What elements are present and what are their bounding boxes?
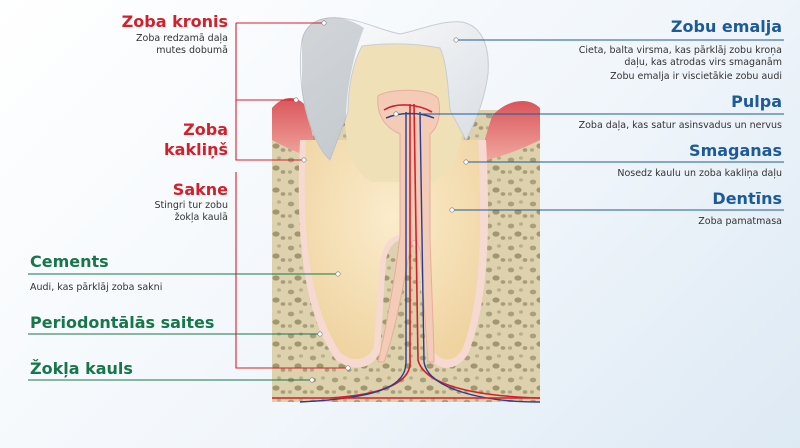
nerve-red — [329, 103, 541, 399]
bracket-root — [235, 172, 348, 369]
desc-sakne-line2: žokļa kaulā — [174, 212, 228, 223]
label-zoba-kaklins-line2: kakliņš — [164, 140, 228, 159]
label-zokla-kauls: Žokļa kauls — [30, 359, 133, 378]
tooth-enamel — [300, 17, 489, 161]
enamel-dark-side — [302, 17, 364, 160]
gum-right — [478, 101, 540, 162]
label-pulpa: Pulpa — [731, 92, 782, 111]
desc-smaganas: Nosedz kaulu un zoba kakliņa daļu — [617, 168, 782, 179]
bracket-neck — [235, 100, 304, 161]
label-periodontalas-saites: Periodontālās saites — [30, 313, 215, 332]
desc-zobu-emalja-line2: daļu, kas atrodas virs smaganām — [624, 57, 782, 68]
desc-sakne-line1: Stingri tur zobu — [154, 200, 228, 211]
pointer-dots — [293, 20, 469, 383]
desc-zobu-emalja-line1: Cieta, balta virsma, kas pārklāj zobu kr… — [578, 45, 782, 56]
pulp-chamber — [377, 89, 441, 363]
label-zoba-kronis: Zoba kronis — [121, 12, 228, 31]
label-sakne: Sakne — [172, 180, 228, 199]
label-smaganas: Smaganas — [689, 141, 782, 160]
label-zoba-kaklins-line1: Zoba — [183, 120, 228, 139]
desc-zoba-kronis: Zoba redzamā daļa mutes dobumā — [136, 33, 228, 56]
label-zobu-emalja: Zobu emalja — [670, 17, 782, 36]
tooth-roots — [304, 140, 481, 360]
desc-pulpa: Zoba daļa, kas satur asinsvadus un nervu… — [578, 120, 782, 131]
label-cements: Cements — [30, 252, 109, 271]
label-dentins: Dentīns — [712, 189, 782, 208]
desc-zobu-emalja-extra: Zobu emalja ir viscietākie zobu audi — [610, 71, 782, 82]
desc-dentins: Zoba pamatmasa — [698, 216, 782, 227]
desc-cements: Audi, kas pārklāj zoba sakni — [30, 282, 163, 293]
